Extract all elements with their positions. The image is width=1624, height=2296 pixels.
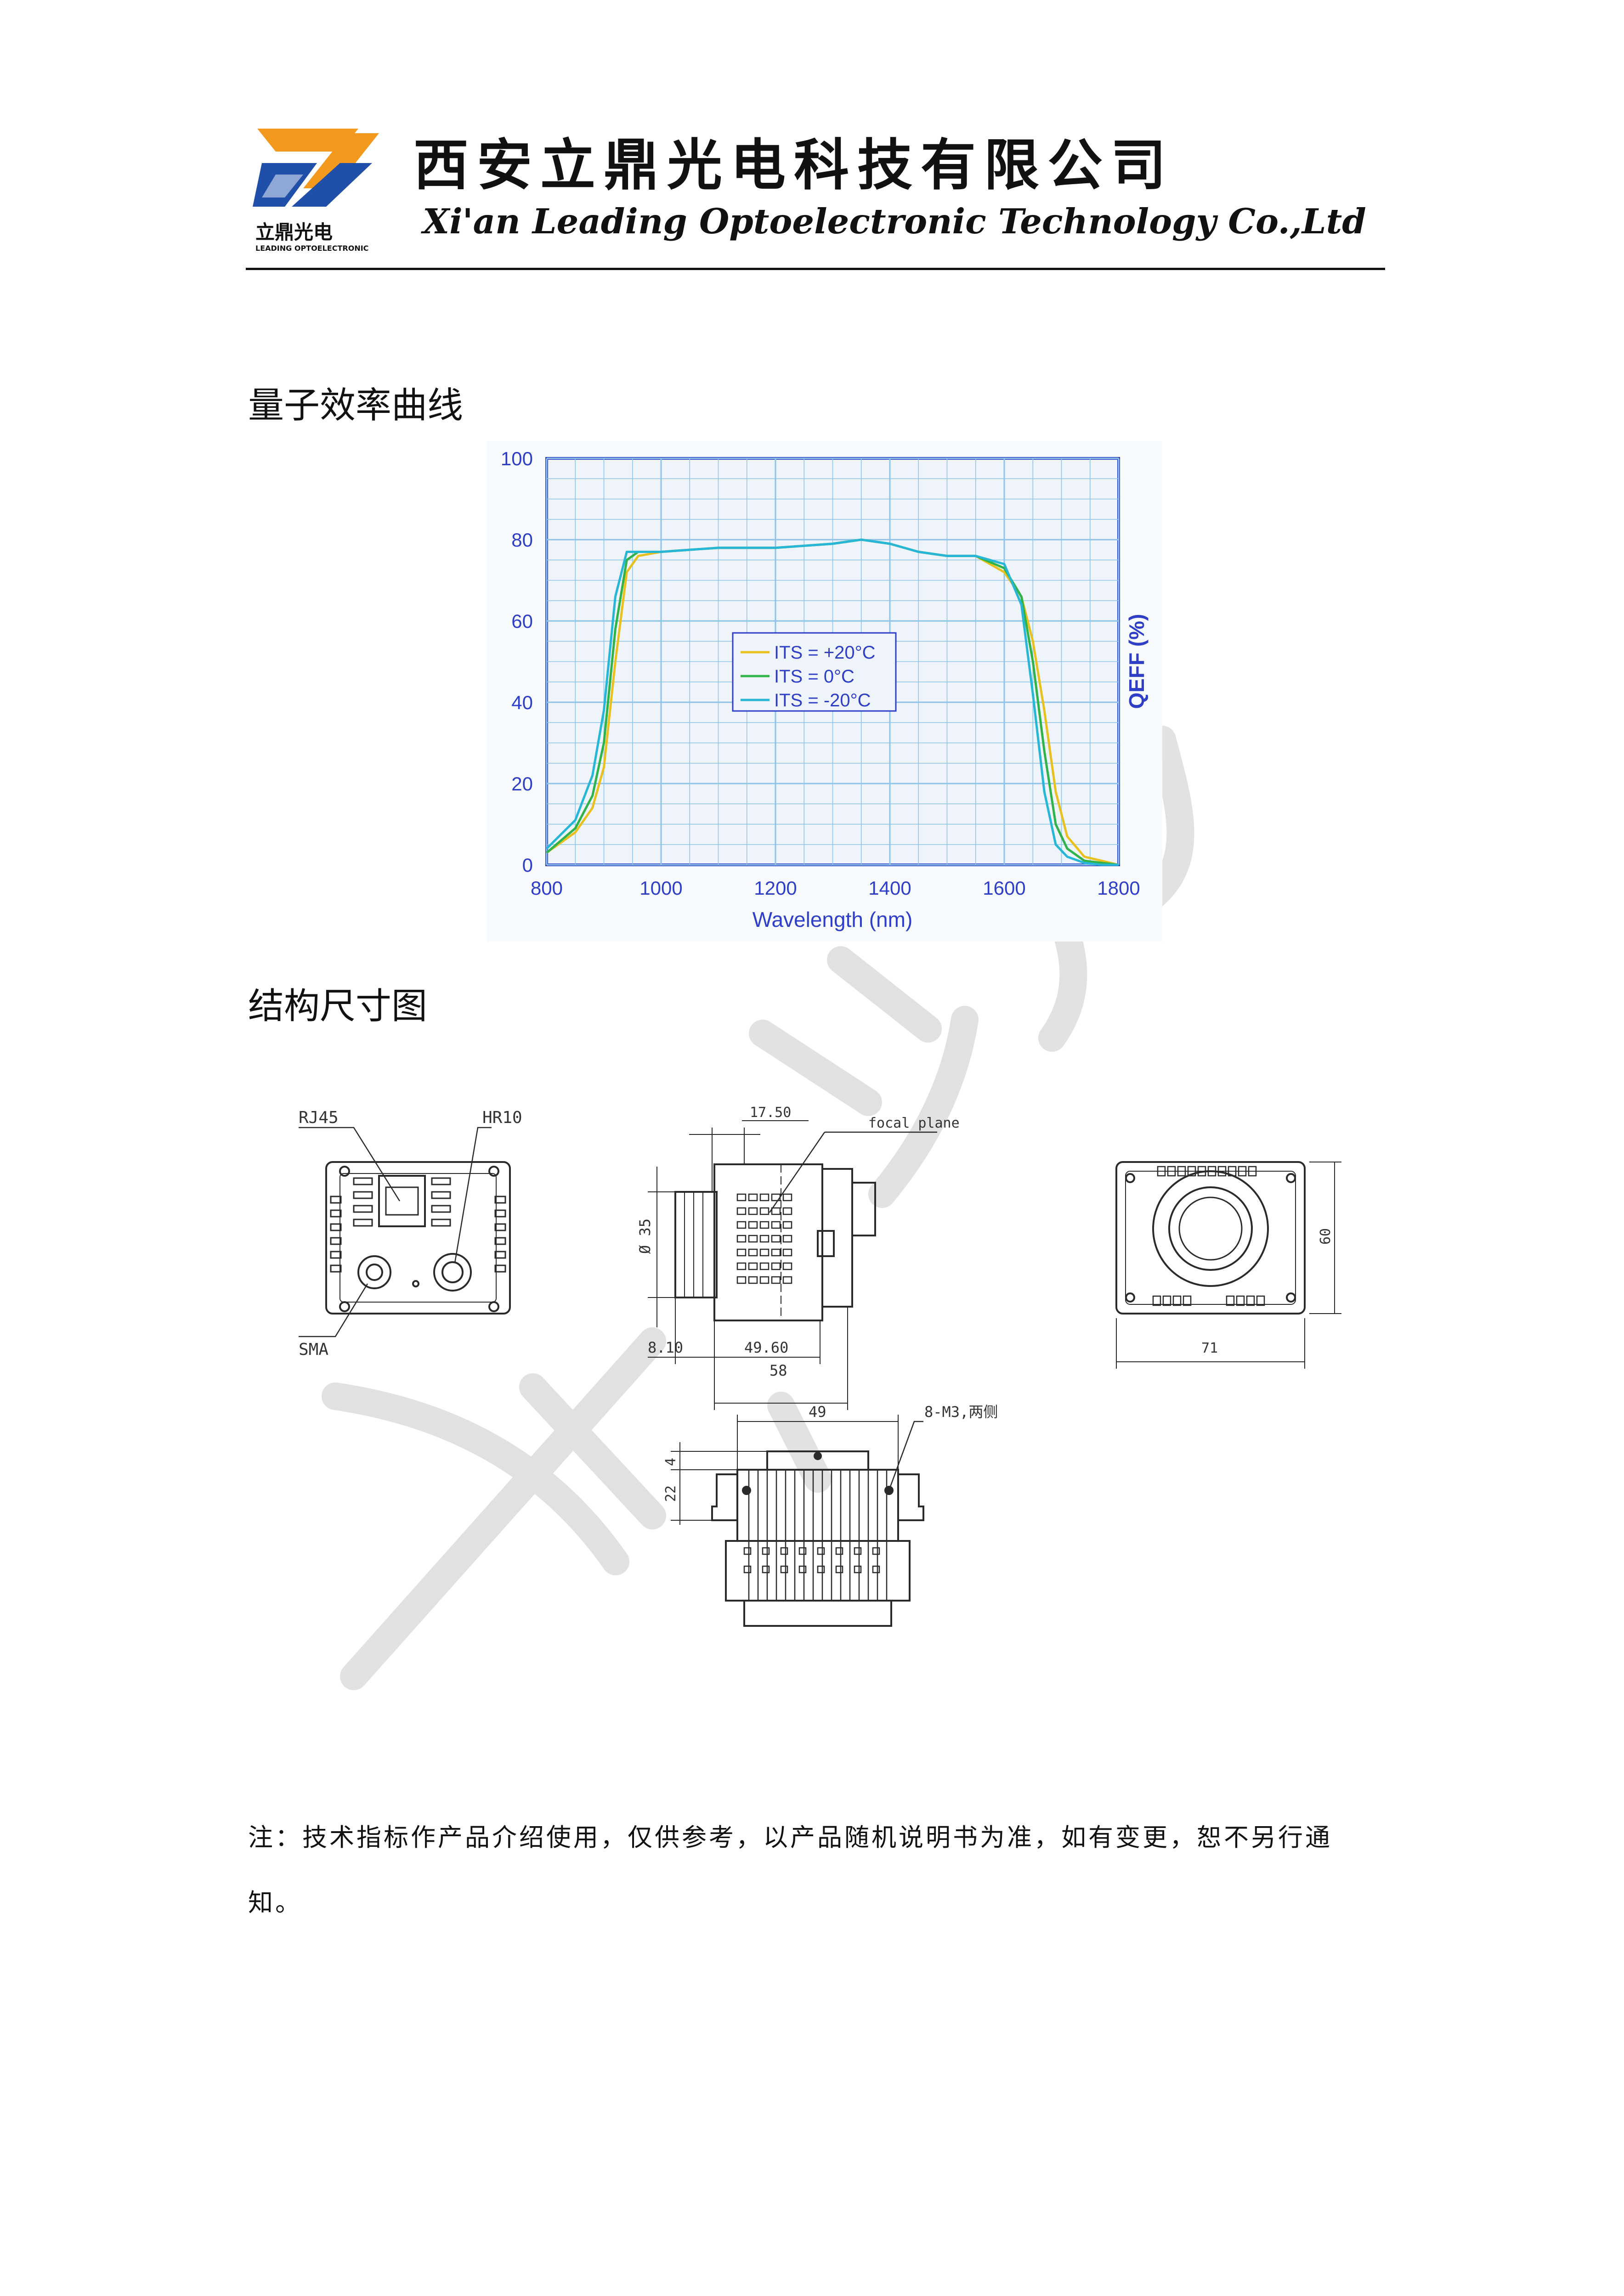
y-tick-label: 80 — [511, 529, 533, 551]
dim-49: 49 — [809, 1403, 826, 1421]
side-view-drawing — [648, 1120, 937, 1410]
y-tick-label: 0 — [522, 854, 533, 876]
logo-text-cn: 立鼎光电 — [255, 221, 333, 243]
legend-label-0: ITS = +20°C — [774, 643, 876, 663]
dim-49-60: 49.60 — [744, 1339, 788, 1356]
dim-8-10: 8.10 — [648, 1339, 683, 1356]
y-tick-label: 20 — [511, 773, 533, 795]
legend-label-1: ITS = 0°C — [774, 666, 854, 687]
label-m3-note: 8-M3,两侧 — [924, 1403, 998, 1421]
y-tick-label: 60 — [511, 610, 533, 632]
x-tick-label: 1400 — [868, 877, 911, 899]
dim-22: 22 — [663, 1485, 679, 1502]
dim-60: 60 — [1318, 1228, 1334, 1245]
label-rj45: RJ45 — [299, 1108, 339, 1127]
company-name-en: Xi'an Leading Optoelectronic Technology … — [423, 201, 1366, 242]
footnote: 注：技术指标作产品介绍使用，仅供参考，以产品随机说明书为准，如有变更，恕不另行通… — [248, 1823, 1332, 1917]
chart-grid — [546, 457, 1120, 866]
dimension-section-title: 结构尺寸图 — [248, 986, 428, 1027]
logo-text-en: LEADING OPTOELECTRONIC — [255, 244, 369, 253]
dim-dia-35: Ø 35 — [636, 1219, 654, 1254]
x-tick-label: 1000 — [639, 877, 682, 899]
dim-17-50: 17.50 — [750, 1105, 791, 1121]
qe-chart-svg: 800 1000 1200 1400 1600 1800 0 20 40 60 80 100 Wave… — [487, 441, 1162, 942]
dim-4: 4 — [663, 1458, 679, 1466]
tick-labels: 800 1000 1200 1400 1600 1800 0 20 40 60 80 100 — [501, 448, 1140, 899]
x-tick-label: 800 — [531, 877, 563, 899]
label-sma: SMA — [299, 1340, 328, 1359]
chart-legend: ITS = +20°C ITS = 0°C ITS = -20°C — [732, 632, 897, 712]
x-tick-label: 1800 — [1097, 877, 1140, 899]
x-axis-label: Wavelength (nm) — [753, 908, 913, 931]
x-tick-label: 1200 — [754, 877, 797, 899]
x-tick-label: 1600 — [983, 877, 1025, 899]
y-tick-label: 100 — [501, 448, 533, 469]
dim-71: 71 — [1201, 1340, 1218, 1356]
y-tick-label: 40 — [511, 692, 533, 713]
qe-chart: 800 1000 1200 1400 1600 1800 0 20 40 60 80 100 Wave… — [487, 441, 1162, 942]
company-logo — [248, 119, 386, 257]
series-line-2 — [546, 538, 1119, 866]
series-lines — [546, 538, 1119, 866]
rear-view-drawing — [299, 1127, 511, 1337]
y-axis-label: QEFF (%) — [1125, 614, 1149, 709]
front-view-drawing — [1115, 1161, 1341, 1369]
qe-section-title: 量子效率曲线 — [248, 385, 464, 426]
header-divider — [246, 268, 1385, 270]
logo-mark — [253, 129, 379, 207]
legend-label-2: ITS = -20°C — [774, 690, 871, 711]
label-hr10: HR10 — [482, 1108, 522, 1127]
company-name-cn: 西安立鼎光电科技有限公司 — [413, 134, 1174, 197]
label-focal-plane: focal plane — [868, 1115, 960, 1131]
dimension-drawings: RJ45 HR10 SMA 17.50 focal plane Ø 35 8.1… — [299, 1105, 1341, 1627]
top-view-drawing — [671, 1415, 924, 1627]
dim-58: 58 — [770, 1362, 787, 1379]
